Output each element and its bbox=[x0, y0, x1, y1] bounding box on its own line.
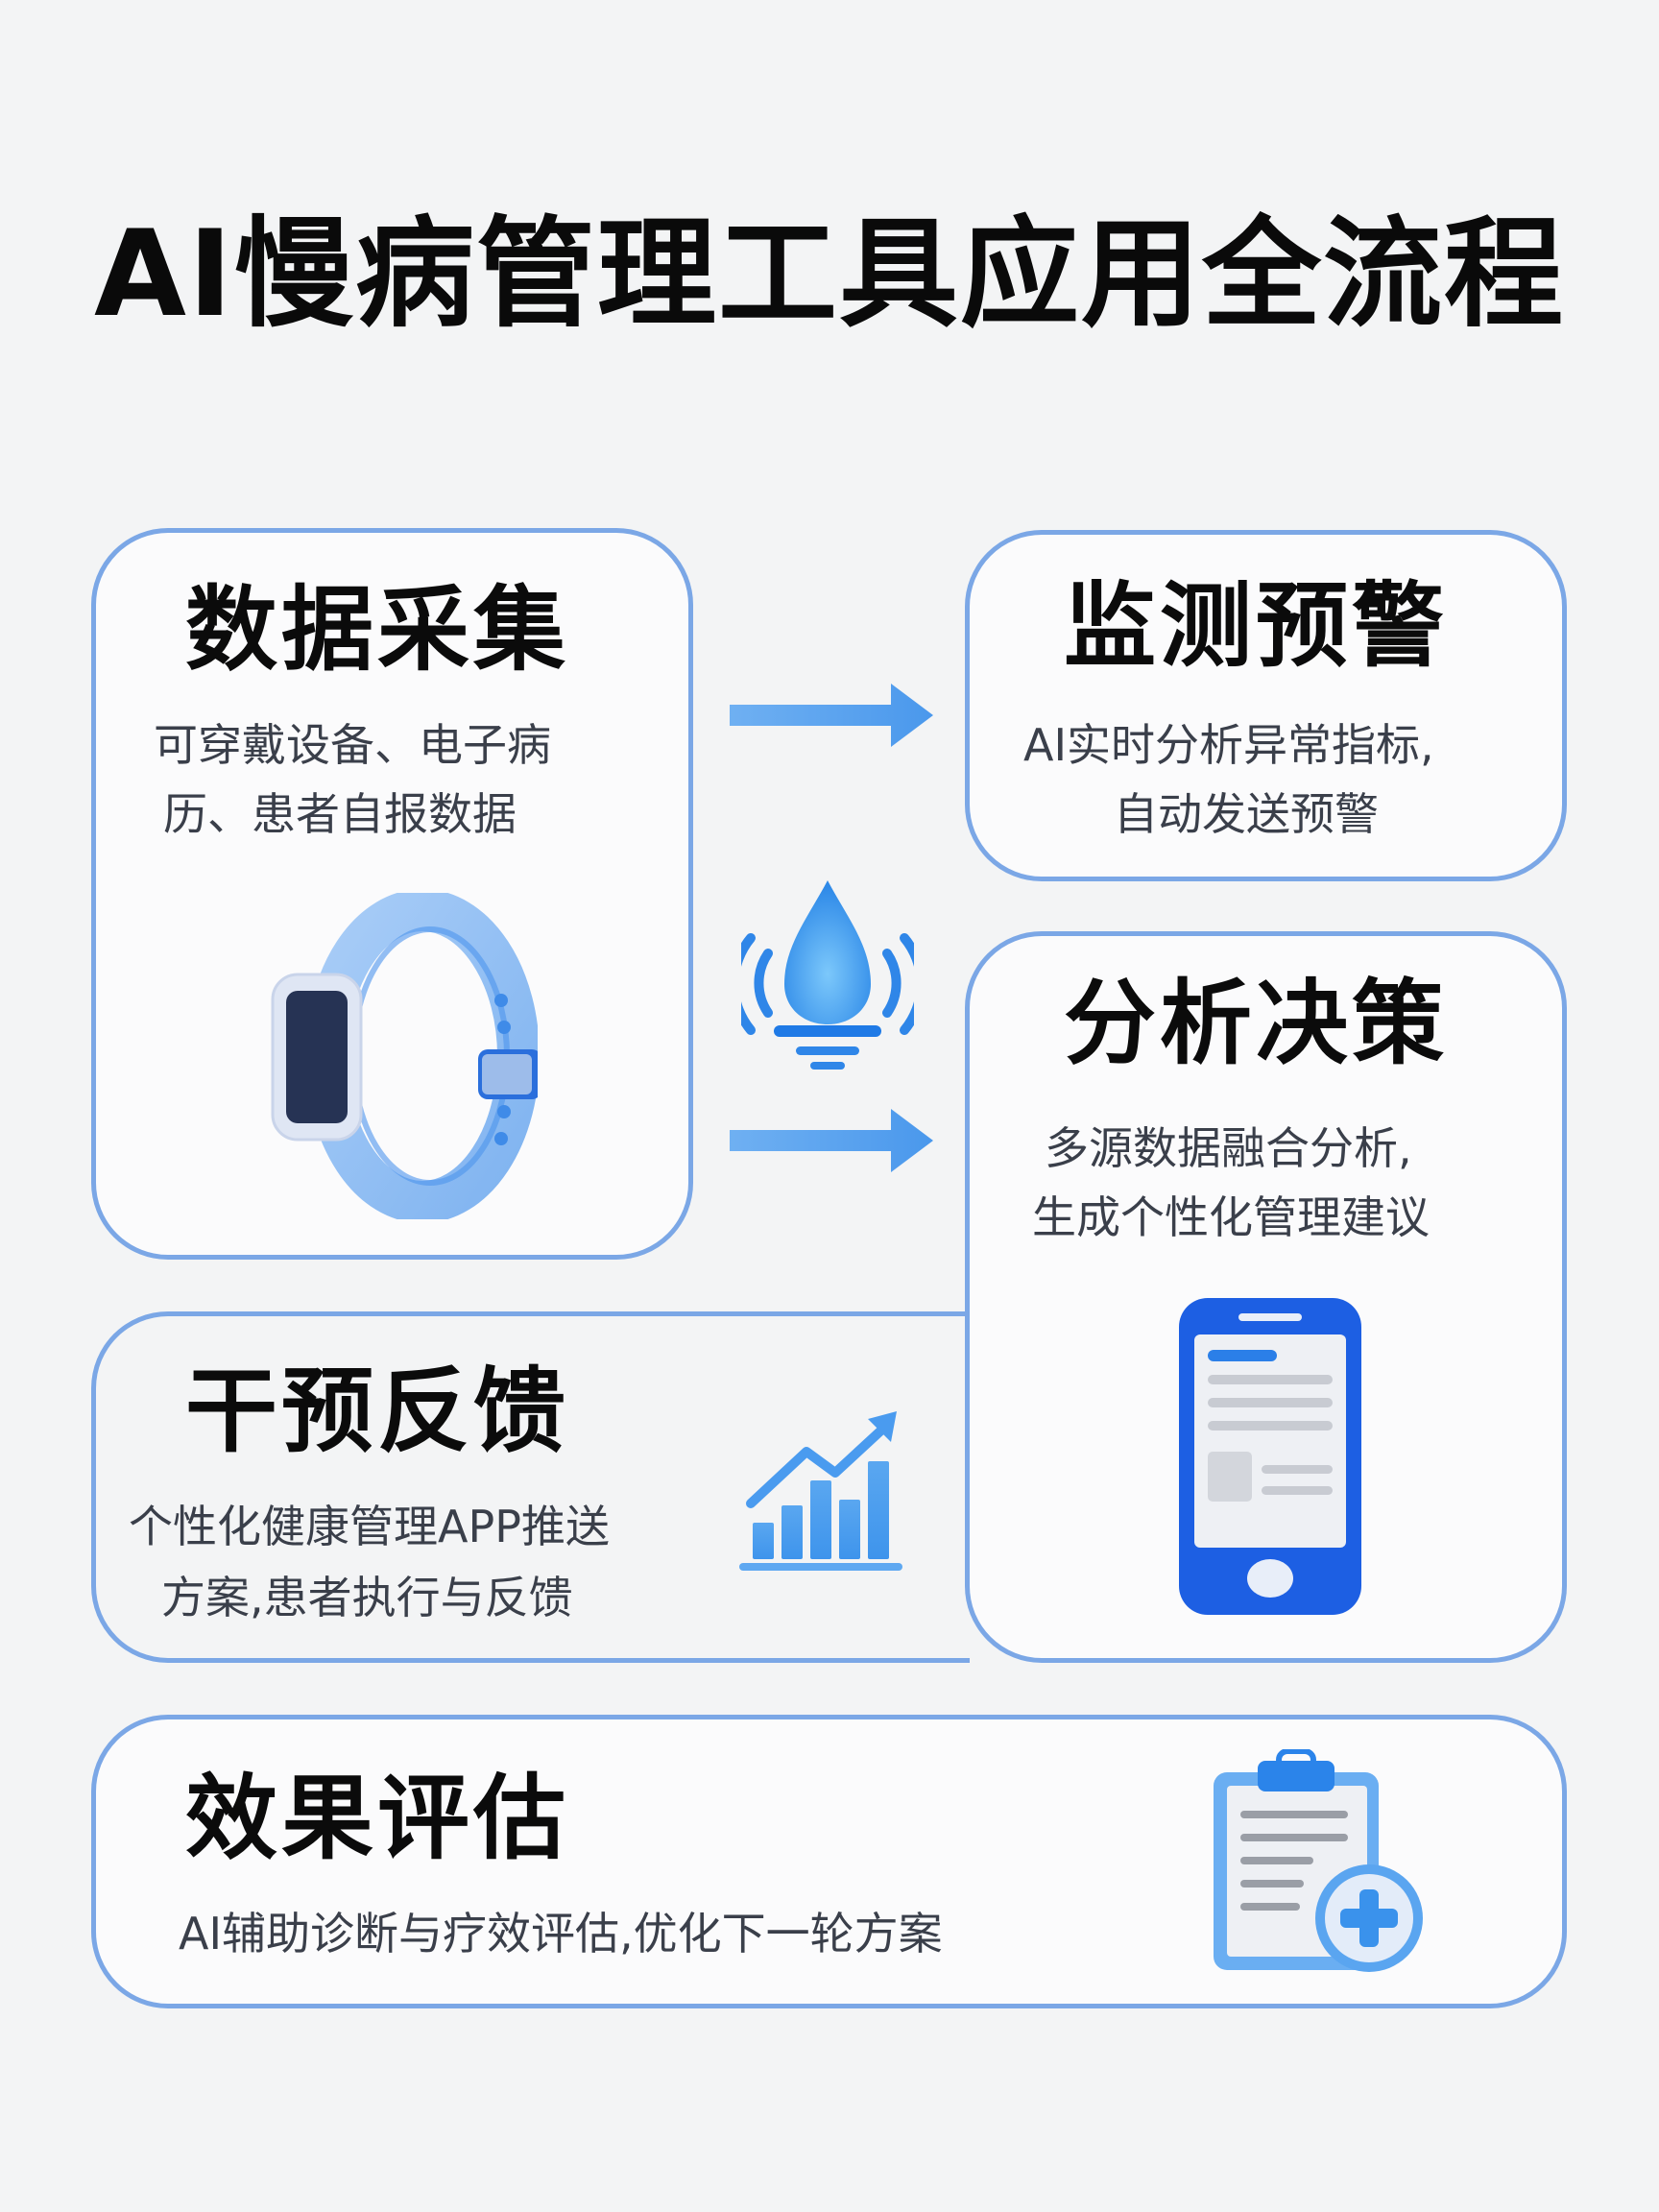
step-desc-analysis-decision-line1: 多源数据融合分析, bbox=[1045, 1122, 1412, 1174]
smartphone-icon bbox=[1179, 1298, 1361, 1615]
wristband-icon bbox=[259, 889, 541, 1223]
step-desc-monitoring-alert-line2: 自动发送预警 bbox=[1114, 788, 1379, 840]
step-heading-effect-evaluation: 效果评估 bbox=[185, 1765, 569, 1872]
step-desc-analysis-decision-line2: 生成个性化管理建议 bbox=[1032, 1191, 1430, 1243]
step-card-data-collection bbox=[91, 528, 693, 1260]
bar-chart-growth-icon bbox=[733, 1392, 906, 1571]
page-title: AI慢病管理工具应用全流程 bbox=[93, 205, 1566, 344]
step-card-intervention-feedback bbox=[91, 1311, 970, 1663]
step-desc-monitoring-alert-line1: AI实时分析异常指标, bbox=[1023, 719, 1434, 771]
step-desc-data-collection-line1: 可穿戴设备、电子病 bbox=[154, 719, 551, 771]
step-heading-monitoring-alert: 监测预警 bbox=[1064, 572, 1448, 680]
step-card-monitoring-alert bbox=[965, 530, 1567, 881]
step-heading-data-collection: 数据采集 bbox=[185, 576, 569, 684]
step-heading-intervention-feedback: 干预反馈 bbox=[185, 1358, 569, 1465]
arrow-right-icon bbox=[730, 1109, 936, 1172]
step-desc-data-collection-line2: 历、患者自报数据 bbox=[163, 788, 517, 840]
alert-drop-signal-icon bbox=[729, 869, 926, 1070]
arrow-right-icon bbox=[730, 684, 936, 747]
step-desc-intervention-feedback-line2: 方案,患者执行与反馈 bbox=[161, 1572, 573, 1623]
step-heading-analysis-decision: 分析决策 bbox=[1064, 970, 1448, 1077]
step-desc-effect-evaluation-line1: AI辅助诊断与疗效评估,优化下一轮方案 bbox=[179, 1908, 943, 1960]
medical-clipboard-icon bbox=[1212, 1748, 1431, 1976]
step-desc-intervention-feedback-line1: 个性化健康管理APP推送 bbox=[129, 1501, 610, 1552]
